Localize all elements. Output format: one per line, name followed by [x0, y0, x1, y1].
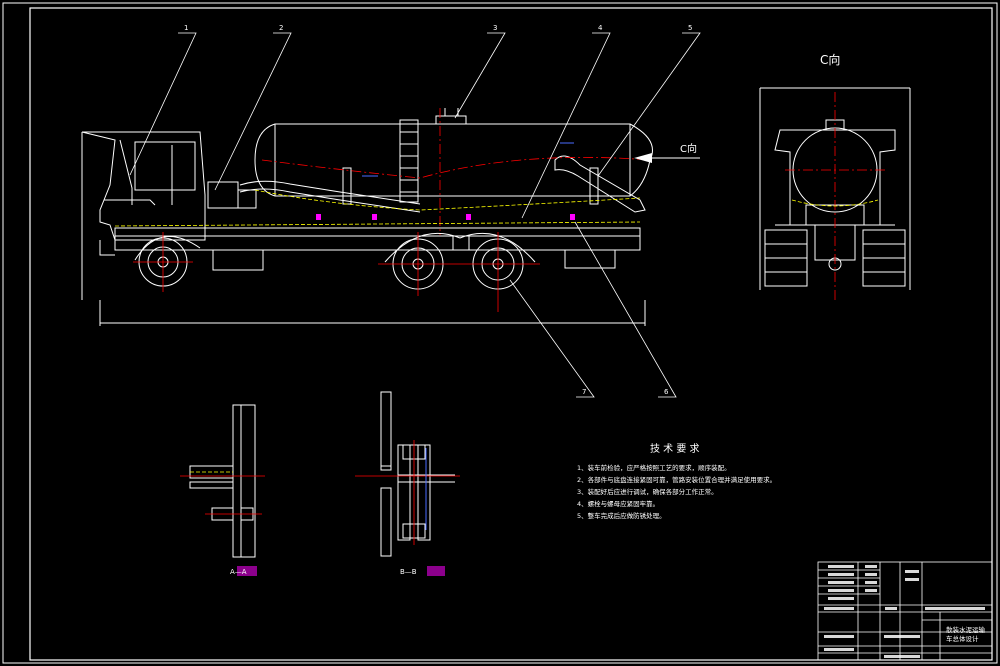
- compressor: [207, 181, 239, 209]
- section-a: [189, 404, 256, 558]
- cab-window: [134, 141, 196, 191]
- tech-req-item-5: 5、整车完成后应做防锈处理。: [577, 511, 666, 520]
- callout-1: 1: [184, 24, 188, 32]
- callout-2: 2: [279, 24, 283, 32]
- chassis-frame: [114, 227, 641, 251]
- discharge-pipe: [554, 155, 646, 213]
- tech-req-item-4: 4、螺栓与螺母应紧固牢靠。: [577, 499, 659, 508]
- section-b-label: B—B: [400, 568, 417, 576]
- c-view-title: C向: [820, 52, 840, 67]
- inner-frame: [29, 7, 993, 661]
- title-block-name-2: 车总体设计: [946, 634, 979, 643]
- truck-cab: [81, 131, 206, 241]
- section-b: [380, 391, 455, 557]
- c-arrow-label: C向: [680, 142, 697, 155]
- tank-manhole: [435, 115, 467, 125]
- tech-req-item-1: 1、装车前检验，应严格按照工艺的要求，顺序装配。: [577, 463, 731, 472]
- callout-3: 3: [493, 24, 497, 32]
- fuel-tank: [212, 249, 264, 271]
- tech-req-heading: 技 术 要 求: [650, 442, 700, 455]
- callout-6: 6: [664, 388, 669, 396]
- section-a-label: A—A: [230, 568, 247, 576]
- tech-req-item-3: 3、装配好后应进行调试，确保各部分工作正常。: [577, 487, 718, 496]
- callout-4: 4: [598, 24, 603, 32]
- truck-side-view: [81, 108, 653, 326]
- title-block-name-1: 散装水泥运输: [946, 625, 986, 634]
- callout-5: 5: [688, 24, 692, 32]
- tech-req-item-2: 2、各部件与底盘连接紧固可靠，管路安装位置合理并满足使用要求。: [577, 475, 776, 484]
- c-view-arrow: [634, 153, 700, 163]
- callout-7: 7: [582, 388, 586, 396]
- title-block: [817, 561, 993, 661]
